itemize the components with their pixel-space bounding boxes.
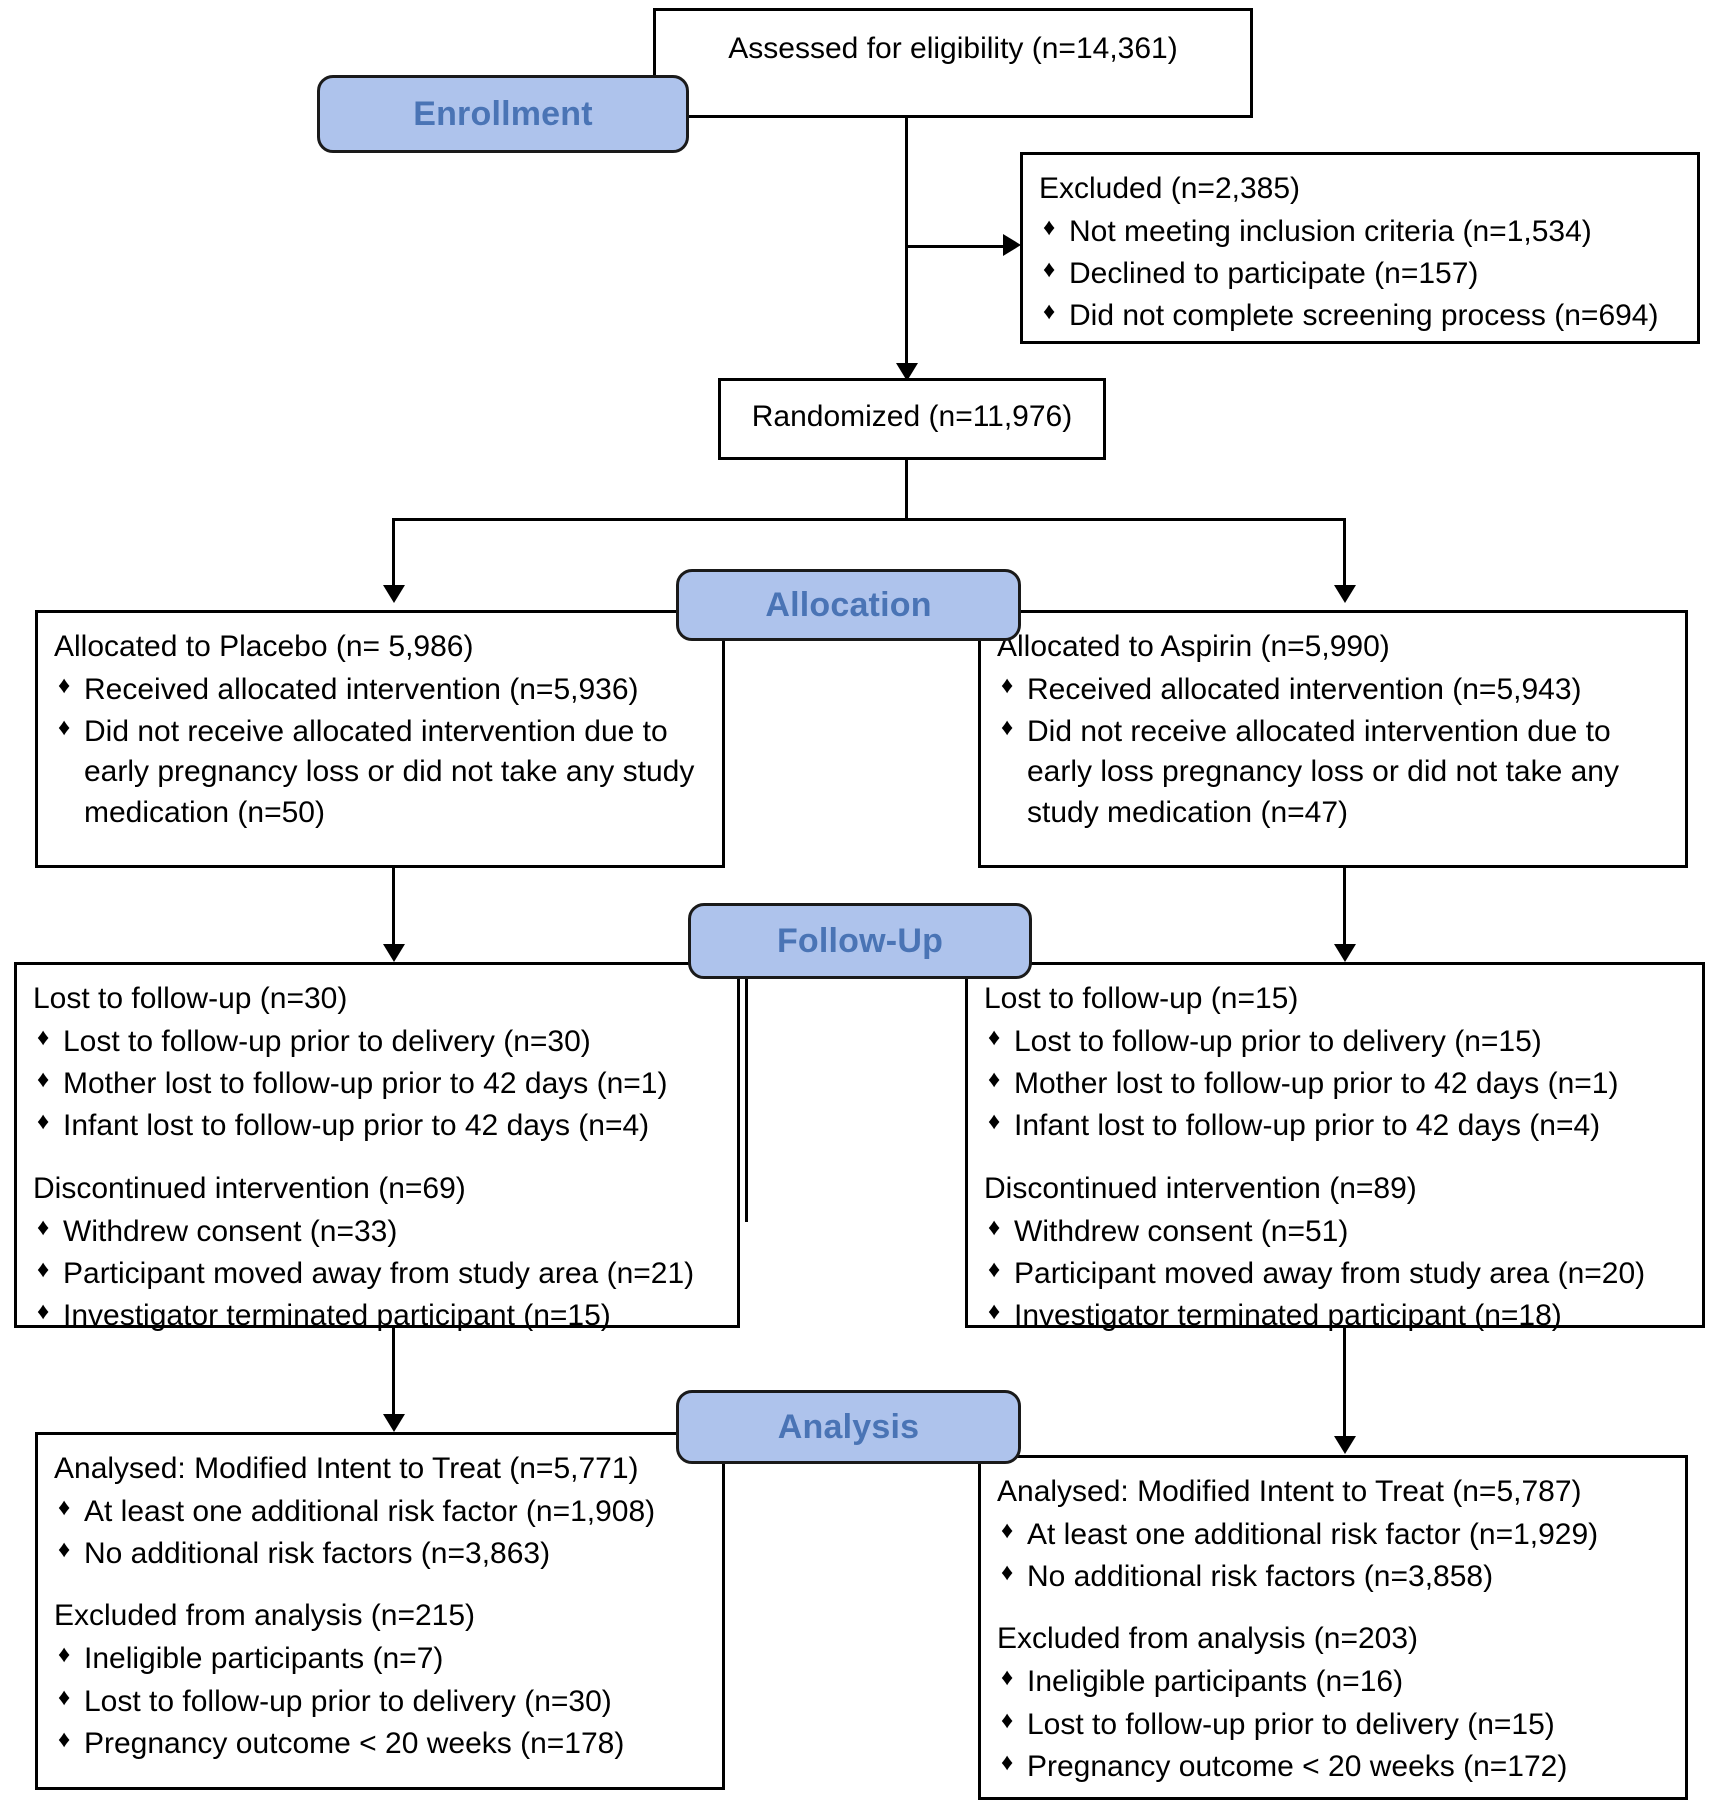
followup-aspirin-disc-item: Withdrew consent (n=51) (984, 1212, 1686, 1252)
allocation-placebo-item: Received allocated intervention (n=5,936… (54, 670, 706, 710)
connector-assessed-to-excluded (905, 245, 1015, 248)
followup-placebo-disc-item: Withdrew consent (n=33) (33, 1212, 721, 1252)
analysis-aspirin-excluded-list: Ineligible participants (n=16) Lost to f… (997, 1662, 1669, 1787)
excluded-item: Not meeting inclusion criteria (n=1,534) (1039, 212, 1681, 252)
connector-to-left-allocation (392, 518, 395, 590)
stage-label-allocation: Allocation (676, 569, 1021, 641)
followup-aspirin-lost-item: Infant lost to follow-up prior to 42 day… (984, 1106, 1686, 1146)
analysis-aspirin-excluded-item: Pregnancy outcome < 20 weeks (n=172) (997, 1747, 1669, 1787)
followup-aspirin-disc-list: Withdrew consent (n=51) Participant move… (984, 1212, 1686, 1337)
analysis-aspirin-analysed-group: Analysed: Modified Intent to Treat (n=5,… (997, 1472, 1669, 1597)
connector-aspirin-to-followup (1343, 868, 1346, 948)
followup-placebo-disc-group: Discontinued intervention (n=69) Withdre… (33, 1169, 721, 1337)
stage-label-followup-text: Follow-Up (776, 921, 944, 960)
randomized-text: Randomized (n=11,976) (751, 400, 1073, 433)
analysis-aspirin-box: Analysed: Modified Intent to Treat (n=5,… (978, 1455, 1688, 1800)
analysis-aspirin-analysed-item: No additional risk factors (n=3,858) (997, 1557, 1669, 1597)
followup-aspirin-lost-item: Mother lost to follow-up prior to 42 day… (984, 1064, 1686, 1104)
excluded-box: Excluded (n=2,385) Not meeting inclusion… (1020, 152, 1700, 344)
arrow-to-right-allocation (1334, 585, 1356, 603)
followup-placebo-disc-item: Participant moved away from study area (… (33, 1254, 721, 1294)
arrow-to-excluded (1003, 234, 1021, 256)
followup-aspirin-disc-group: Discontinued intervention (n=89) Withdre… (984, 1169, 1686, 1337)
analysis-placebo-analysed-head: Analysed: Modified Intent to Treat (n=5,… (54, 1452, 639, 1485)
analysis-placebo-analysed-item: No additional risk factors (n=3,863) (54, 1534, 706, 1574)
analysis-aspirin-excluded-item: Lost to follow-up prior to delivery (n=1… (997, 1705, 1669, 1745)
excluded-item: Did not complete screening process (n=69… (1039, 296, 1681, 336)
followup-aspirin-lost-group: Lost to follow-up (n=15) Lost to follow-… (984, 979, 1686, 1147)
analysis-placebo-excluded-item: Pregnancy outcome < 20 weeks (n=178) (54, 1724, 706, 1764)
analysis-aspirin-excluded-item: Ineligible participants (n=16) (997, 1662, 1669, 1702)
followup-placebo-disc-item: Investigator terminated participant (n=1… (33, 1296, 721, 1336)
allocation-placebo-head: Allocated to Placebo (n= 5,986) (54, 630, 474, 663)
followup-aspirin-lost-head: Lost to follow-up (n=15) (984, 982, 1299, 1015)
analysis-placebo-excluded-item: Ineligible participants (n=7) (54, 1639, 706, 1679)
followup-aspirin-disc-item: Investigator terminated participant (n=1… (984, 1296, 1686, 1336)
allocation-placebo-item: Did not receive allocated intervention d… (54, 712, 706, 833)
followup-aspirin-lost-list: Lost to follow-up prior to delivery (n=1… (984, 1022, 1686, 1147)
analysis-aspirin-excluded-head: Excluded from analysis (n=203) (997, 1622, 1419, 1656)
connector-allocation-split (392, 518, 1345, 521)
analysis-aspirin-analysed-item: At least one additional risk factor (n=1… (997, 1515, 1669, 1555)
analysis-aspirin-excluded-group: Excluded from analysis (n=203) Ineligibl… (997, 1619, 1669, 1787)
connector-aspirin-to-analysis (1343, 1328, 1346, 1440)
arrow-to-left-allocation (383, 585, 405, 603)
stage-label-analysis: Analysis (676, 1390, 1021, 1464)
allocation-aspirin-item: Received allocated intervention (n=5,943… (997, 670, 1669, 710)
excluded-list: Not meeting inclusion criteria (n=1,534)… (1039, 212, 1681, 337)
analysis-placebo-excluded-item: Lost to follow-up prior to delivery (n=3… (54, 1682, 706, 1722)
connector-placebo-to-followup (392, 868, 395, 948)
allocation-aspirin-head: Allocated to Aspirin (n=5,990) (997, 630, 1390, 663)
stage-label-enrollment: Enrollment (317, 75, 689, 153)
arrow-placebo-to-analysis (383, 1414, 405, 1432)
stage-label-allocation-text: Allocation (765, 585, 932, 624)
followup-placebo-lost-item: Lost to follow-up prior to delivery (n=3… (33, 1022, 721, 1062)
analysis-placebo-box: Analysed: Modified Intent to Treat (n=5,… (35, 1432, 725, 1790)
connector-randomized-down (905, 460, 908, 520)
assessed-for-eligibility-box: Assessed for eligibility (n=14,361) (653, 8, 1253, 118)
analysis-aspirin-analysed-list: At least one additional risk factor (n=1… (997, 1515, 1669, 1597)
followup-placebo-disc-head: Discontinued intervention (n=69) (33, 1171, 466, 1205)
stage-label-enrollment-text: Enrollment (413, 94, 593, 133)
randomized-box: Randomized (n=11,976) (718, 378, 1106, 460)
assessed-for-eligibility-text: Assessed for eligibility (n=14,361) (728, 32, 1178, 65)
allocation-aspirin-box: Allocated to Aspirin (n=5,990) Received … (978, 610, 1688, 868)
followup-placebo-lost-item: Infant lost to follow-up prior to 42 day… (33, 1106, 721, 1146)
analysis-placebo-excluded-head: Excluded from analysis (n=215) (54, 1599, 476, 1633)
followup-placebo-disc-list: Withdrew consent (n=33) Participant move… (33, 1212, 721, 1337)
arrow-assessed-to-randomized (896, 363, 918, 381)
analysis-placebo-analysed-list: At least one additional risk factor (n=1… (54, 1492, 706, 1574)
arrow-placebo-to-followup (383, 944, 405, 962)
followup-aspirin-lost-item: Lost to follow-up prior to delivery (n=1… (984, 1022, 1686, 1062)
connector-to-right-allocation (1343, 518, 1346, 590)
allocation-placebo-box: Allocated to Placebo (n= 5,986) Received… (35, 610, 725, 868)
followup-aspirin-disc-head: Discontinued intervention (n=89) (984, 1171, 1417, 1205)
allocation-aspirin-list: Received allocated intervention (n=5,943… (997, 670, 1669, 833)
allocation-aspirin-item: Did not receive allocated intervention d… (997, 712, 1669, 833)
analysis-placebo-excluded-list: Ineligible participants (n=7) Lost to fo… (54, 1639, 706, 1764)
excluded-item: Declined to participate (n=157) (1039, 254, 1681, 294)
followup-placebo-box: Lost to follow-up (n=30) Lost to follow-… (14, 962, 740, 1332)
followup-placebo-lost-item: Mother lost to follow-up prior to 42 day… (33, 1064, 721, 1104)
followup-placebo-lost-list: Lost to follow-up prior to delivery (n=3… (33, 1022, 721, 1147)
stage-label-followup: Follow-Up (688, 903, 1032, 979)
allocation-placebo-list: Received allocated intervention (n=5,936… (54, 670, 706, 833)
arrow-aspirin-to-analysis (1334, 1436, 1356, 1454)
connector-followup-label-stem (745, 979, 748, 1222)
analysis-aspirin-analysed-head: Analysed: Modified Intent to Treat (n=5,… (997, 1475, 1582, 1508)
followup-placebo-lost-head: Lost to follow-up (n=30) (33, 982, 348, 1015)
analysis-placebo-analysed-item: At least one additional risk factor (n=1… (54, 1492, 706, 1532)
followup-placebo-lost-group: Lost to follow-up (n=30) Lost to follow-… (33, 979, 721, 1147)
followup-aspirin-disc-item: Participant moved away from study area (… (984, 1254, 1686, 1294)
excluded-head: Excluded (n=2,385) (1039, 172, 1301, 205)
analysis-placebo-excluded-group: Excluded from analysis (n=215) Ineligibl… (54, 1596, 706, 1764)
connector-placebo-to-analysis (392, 1328, 395, 1418)
analysis-placebo-analysed-group: Analysed: Modified Intent to Treat (n=5,… (54, 1449, 706, 1574)
arrow-aspirin-to-followup (1334, 944, 1356, 962)
followup-aspirin-box: Lost to follow-up (n=15) Lost to follow-… (965, 962, 1705, 1332)
stage-label-analysis-text: Analysis (777, 1407, 920, 1446)
